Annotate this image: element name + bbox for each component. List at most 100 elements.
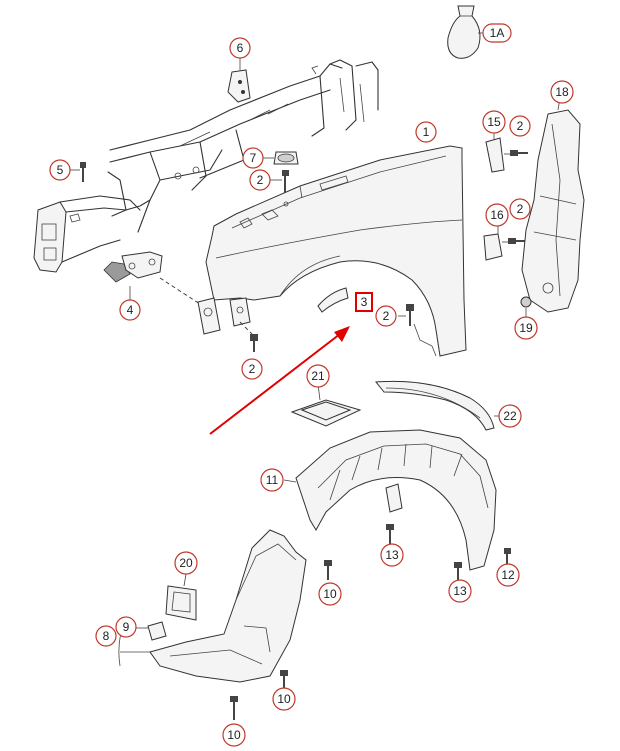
part-6-bracket xyxy=(227,58,251,103)
part-1-fender xyxy=(197,145,467,357)
callout-marker xyxy=(306,364,330,388)
callout-2-16: 2 xyxy=(509,198,531,220)
part-8-rear-liner xyxy=(118,529,307,683)
screw-10-a xyxy=(324,560,332,580)
callout-label: 2 xyxy=(383,309,390,323)
callout-label: 11 xyxy=(266,473,279,487)
callout-marker xyxy=(272,687,296,711)
callout-label: 5 xyxy=(57,163,64,177)
callout-label: 12 xyxy=(501,568,515,582)
callout-label: 10 xyxy=(227,728,241,742)
callout-21: 21 xyxy=(306,364,330,388)
callout-label: 2 xyxy=(249,362,256,376)
callout-10-c: 10 xyxy=(222,723,246,747)
callout-1A: 1A xyxy=(482,23,512,43)
callout-16: 16 xyxy=(485,203,509,227)
callout-2-3: 2 xyxy=(375,305,397,327)
callout-marker xyxy=(509,115,531,137)
callout-marker xyxy=(514,316,538,340)
callout-marker xyxy=(260,468,284,492)
screw-13-a xyxy=(386,524,394,544)
callout-4: 4 xyxy=(119,299,141,321)
callout-19: 19 xyxy=(514,316,538,340)
alignment-line xyxy=(159,277,201,305)
part-11-wheel-liner xyxy=(283,429,497,571)
callout-marker xyxy=(229,37,251,59)
callout-10-b: 10 xyxy=(272,687,296,711)
callout-label: 13 xyxy=(453,584,467,598)
part-16-bracket xyxy=(483,226,526,261)
callout-marker xyxy=(482,110,506,134)
callout-marker xyxy=(509,198,531,220)
pointer-arrow xyxy=(209,326,350,435)
callout-label: 3 xyxy=(361,295,368,309)
callout-marker xyxy=(550,80,574,104)
callout-label: 22 xyxy=(503,409,517,423)
callout-marker xyxy=(482,23,512,43)
callout-marker xyxy=(49,159,71,181)
callout-2-15: 2 xyxy=(509,115,531,137)
callout-13-b: 13 xyxy=(448,579,472,603)
part-1A-paint-bottle xyxy=(447,5,488,59)
part-22-arch-trim xyxy=(375,380,504,431)
callout-3: 3 xyxy=(355,292,373,312)
part-20-pad xyxy=(165,573,197,621)
part-21-pad xyxy=(290,383,362,427)
callout-marker xyxy=(498,404,522,428)
callout-marker xyxy=(318,582,342,606)
callout-22: 22 xyxy=(498,404,522,428)
callout-1: 1 xyxy=(415,121,437,143)
screw-13-b xyxy=(454,562,462,580)
callout-2-7: 2 xyxy=(249,169,271,191)
callout-marker xyxy=(415,121,437,143)
callout-label: 2 xyxy=(517,202,524,216)
callout-11: 11 xyxy=(260,468,284,492)
callout-label: 13 xyxy=(385,548,399,562)
callout-marker xyxy=(380,543,404,567)
callout-marker xyxy=(485,203,509,227)
screw-12 xyxy=(504,548,511,566)
callout-5: 5 xyxy=(49,159,71,181)
callout-marker xyxy=(119,299,141,321)
callout-label: 16 xyxy=(490,208,504,222)
callout-15: 15 xyxy=(482,110,506,134)
callout-marker xyxy=(448,579,472,603)
callout-10-a: 10 xyxy=(318,582,342,606)
part-15-bracket xyxy=(485,132,528,173)
callout-marker xyxy=(174,551,198,575)
screw-10-b xyxy=(280,670,288,688)
part-4-bracket xyxy=(103,251,163,300)
callout-6: 6 xyxy=(229,37,251,59)
callout-label: 21 xyxy=(311,369,325,383)
callout-20: 20 xyxy=(174,551,198,575)
callout-9: 9 xyxy=(115,616,137,638)
callout-label: 6 xyxy=(237,41,244,55)
nut-19 xyxy=(520,296,532,318)
screw-10-c xyxy=(230,696,238,720)
callout-label: 4 xyxy=(127,303,134,317)
clip-9 xyxy=(134,621,167,641)
callout-marker xyxy=(115,616,137,638)
callout-label: 1 xyxy=(423,125,430,139)
callout-marker xyxy=(496,563,520,587)
callout-label: 2 xyxy=(257,173,264,187)
callout-marker xyxy=(249,169,271,191)
screw-2-fender-rear xyxy=(398,304,414,326)
body-frame-structure xyxy=(33,59,379,273)
callout-label: 19 xyxy=(519,321,533,335)
callout-label: 2 xyxy=(517,119,524,133)
callout-label: 15 xyxy=(487,115,501,129)
screw-5 xyxy=(70,162,86,182)
callout-marker xyxy=(222,723,246,747)
callout-label: 20 xyxy=(179,556,193,570)
callout-label: 18 xyxy=(555,85,569,99)
screw-2-fender-front xyxy=(239,321,258,352)
callout-18: 18 xyxy=(550,80,574,104)
callout-7: 7 xyxy=(242,147,264,169)
callout-label: 10 xyxy=(277,692,291,706)
callout-marker xyxy=(242,147,264,169)
callout-label: 7 xyxy=(250,151,257,165)
callout-label: 1A xyxy=(490,26,505,40)
